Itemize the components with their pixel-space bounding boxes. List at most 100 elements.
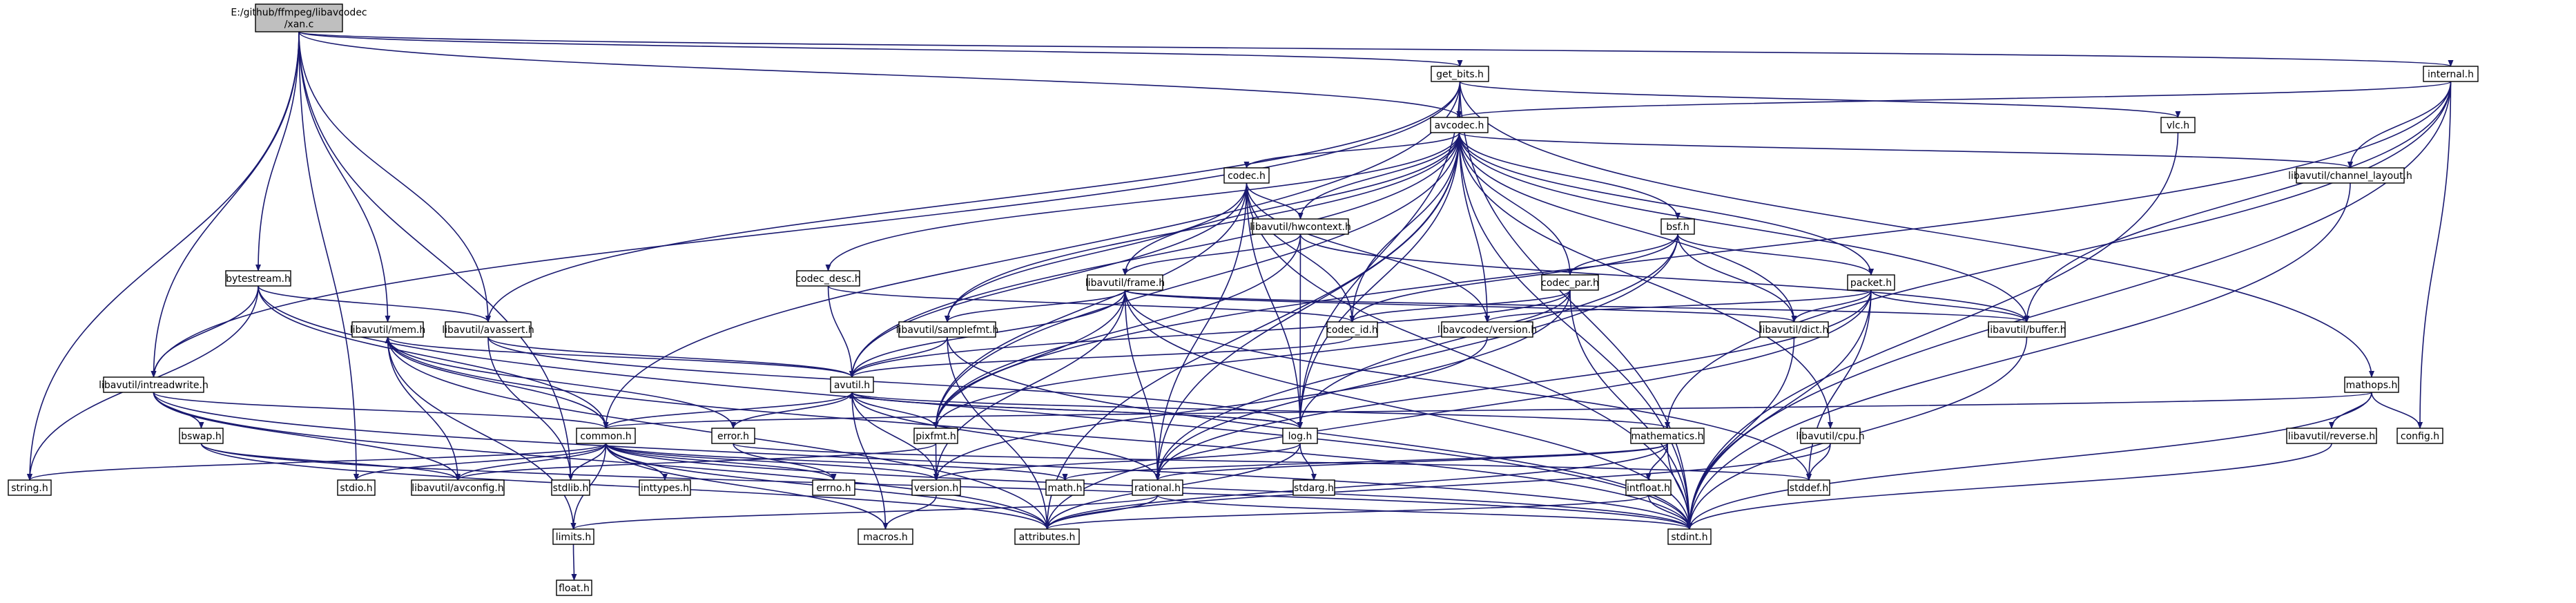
node-avconfig-h[interactable]: libavutil/avconfig.h — [411, 479, 505, 496]
node-codec-desc-h[interactable]: codec_desc.h — [795, 270, 861, 287]
edge-avutil_h-to-error_h — [730, 392, 853, 429]
edge-dict_h-to-stdint_h — [1687, 336, 1795, 530]
edge-packet_h-to-version_avc_h — [1484, 289, 1872, 323]
node-codec-par-h[interactable]: codec_par.h — [1541, 274, 1599, 291]
node-reverse-h[interactable]: libavutil/reverse.h — [2286, 428, 2377, 444]
node-codec-h[interactable]: codec.h — [1223, 167, 1270, 184]
node-version-h[interactable]: version.h — [911, 479, 961, 496]
node-stdio-h[interactable]: stdio.h — [337, 479, 376, 496]
node-bsf-h[interactable]: bsf.h — [1660, 218, 1695, 235]
edge-avutil_h-to-macros_h — [851, 392, 889, 530]
node-stdarg-h[interactable]: stdarg.h — [1292, 479, 1335, 496]
edge-log_h-to-avutil_h — [849, 392, 1301, 429]
edge-mem_h-to-stdint_h — [387, 336, 1692, 530]
edge-common_h-to-stdlib_h — [568, 443, 607, 481]
node-vlc-h[interactable]: vlc.h — [2160, 117, 2196, 133]
edge-avcodec_h-to-packet_h — [1458, 132, 1874, 276]
node-samplefmt-h[interactable]: libavutil/samplefmt.h — [896, 321, 999, 338]
node-label-line-2: /xan.c — [284, 19, 314, 30]
edge-codec_h-to-version_avc_h — [1246, 182, 1490, 323]
node-xan-c[interactable]: E:/github/ffmpeg/libavcodec/xan.c — [231, 3, 367, 32]
node-error-h[interactable]: error.h — [711, 428, 755, 444]
node-attributes-h[interactable]: attributes.h — [1014, 528, 1080, 545]
node-intfloat-h[interactable]: intfloat.h — [1625, 479, 1672, 496]
node-config-h[interactable]: config.h — [2396, 428, 2443, 444]
node-avcodec-h[interactable]: avcodec.h — [1430, 117, 1489, 133]
node-stdint-h[interactable]: stdint.h — [1667, 528, 1712, 545]
node-math-h[interactable]: math.h — [1045, 479, 1085, 496]
node-packet-h[interactable]: packet.h — [1847, 274, 1895, 291]
edge-frame_h-to-rational_h — [1124, 289, 1161, 481]
node-rational-h[interactable]: rational.h — [1132, 479, 1183, 496]
edge-common_h-to-errno_h — [605, 443, 837, 481]
edge-avcodec_h-to-cpu_h — [1458, 132, 1833, 429]
node-avassert-h[interactable]: libavutil/avassert.h — [442, 321, 534, 338]
node-label: libavutil/channel_layout.h — [2288, 171, 2412, 182]
edge-frame_h-to-samplefmt_h — [945, 289, 1126, 323]
edge-xan_c-to-get_bits_h — [298, 31, 1462, 67]
node-mathematics-h[interactable]: mathematics.h — [1630, 428, 1705, 444]
node-hwcontext-h[interactable]: libavutil/hwcontext.h — [1250, 218, 1351, 235]
node-label: libavutil/samplefmt.h — [896, 325, 999, 336]
node-stdlib-h[interactable]: stdlib.h — [551, 479, 590, 496]
edge-xan_c-to-stdlib_h — [298, 31, 574, 481]
node-bswap-h[interactable]: bswap.h — [179, 428, 224, 444]
node-label: stdlib.h — [553, 483, 589, 494]
edge-internal_h-to-mathematics_h — [1665, 81, 2452, 429]
node-buffer-h[interactable]: libavutil/buffer.h — [1987, 321, 2066, 338]
node-codec-id-h[interactable]: codec_id.h — [1326, 321, 1378, 338]
node-label: limits.h — [556, 532, 591, 543]
edge-bytestream_h-to-avassert_h — [258, 285, 491, 323]
edge-codec_h-to-avutil_h — [849, 182, 1248, 378]
node-stddef-h[interactable]: stddef.h — [1788, 479, 1830, 496]
node-float-h[interactable]: float.h — [556, 580, 592, 596]
edge-codec_par_h-to-pixfmt_h — [933, 289, 1571, 429]
edge-samplefmt_h-to-avutil_h — [849, 336, 948, 378]
node-inttypes-h[interactable]: inttypes.h — [639, 479, 691, 496]
node-intreadwrite-h[interactable]: libavutil/intreadwrite.h — [99, 376, 209, 393]
edge-codec_h-to-codec_id_h — [1246, 182, 1355, 323]
node-mathops-h[interactable]: mathops.h — [2344, 376, 2399, 393]
edge-mathematics_h-to-attributes_h — [1044, 443, 1668, 530]
node-avutil-h[interactable]: avutil.h — [830, 376, 874, 393]
header-nodes: E:/github/ffmpeg/libavcodec/xan.c get_bi… — [8, 3, 2479, 596]
node-label: vlc.h — [2167, 120, 2189, 131]
node-libavcodec-version-h[interactable]: libavcodec/version.h — [1437, 321, 1537, 338]
node-mem-h[interactable]: libavutil/mem.h — [350, 321, 426, 338]
edge-codec_desc_h-to-codec_id_h — [827, 285, 1355, 323]
edge-version_avc_h-to-version_h — [933, 336, 1488, 481]
node-label: bsf.h — [1666, 222, 1689, 233]
edge-packet_h-to-rational_h — [1154, 289, 1872, 481]
node-limits-h[interactable]: limits.h — [552, 528, 594, 545]
edge-bsf_h-to-codec_par_h — [1567, 233, 1678, 276]
node-errno-h[interactable]: errno.h — [812, 479, 855, 496]
edge-codec_id_h-to-avutil_h — [849, 336, 1353, 378]
edge-codec_h-to-pixfmt_h — [933, 182, 1248, 429]
edge-packet_h-to-buffer_h — [1870, 289, 2030, 323]
node-internal-h[interactable]: internal.h — [2423, 66, 2479, 82]
edge-avcodec_h-to-avutil_h — [849, 132, 1460, 378]
node-label: stdarg.h — [1294, 483, 1334, 494]
node-get-bits-h[interactable]: get_bits.h — [1431, 66, 1489, 82]
node-log-h[interactable]: log.h — [1282, 428, 1318, 444]
node-dict-h[interactable]: libavutil/dict.h — [1759, 321, 1829, 338]
node-bytestream-h[interactable]: bytestream.h — [225, 270, 291, 287]
node-string-h[interactable]: string.h — [8, 479, 52, 496]
edge-avassert_h-to-stdlib_h — [487, 336, 574, 481]
node-label: libavutil/intreadwrite.h — [99, 380, 209, 391]
node-label: errno.h — [816, 483, 851, 494]
edge-get_bits_h-to-avassert_h — [485, 81, 1461, 323]
node-frame-h[interactable]: libavutil/frame.h — [1085, 274, 1165, 291]
edge-bsf_h-to-rational_h — [1154, 233, 1678, 481]
edge-error_h-to-stddef_h — [733, 443, 1812, 481]
edge-frame_h-to-pixfmt_h — [933, 289, 1126, 429]
node-common-h[interactable]: common.h — [576, 428, 636, 444]
edge-intreadwrite_h-to-attributes_h — [153, 392, 1050, 530]
edge-mathematics_h-to-intfloat_h — [1645, 443, 1668, 481]
node-pixfmt-h[interactable]: pixfmt.h — [913, 428, 958, 444]
node-label: config.h — [2401, 431, 2439, 442]
node-macros-h[interactable]: macros.h — [858, 528, 913, 545]
node-cpu-h[interactable]: libavutil/cpu.h — [1796, 428, 1865, 444]
node-channel-layout-h[interactable]: libavutil/channel_layout.h — [2288, 167, 2412, 184]
